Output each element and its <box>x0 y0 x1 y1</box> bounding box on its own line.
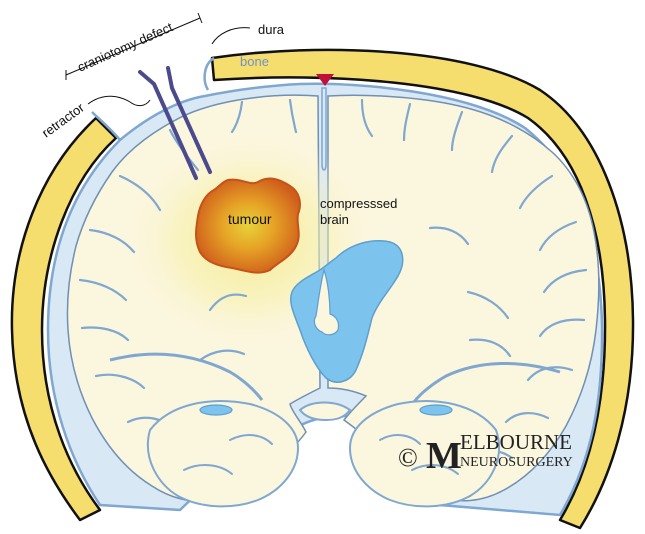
temporal-horn-right <box>420 405 452 415</box>
label-compressed-brain-line1: compresssed <box>320 196 397 211</box>
label-bone: bone <box>240 54 269 69</box>
watermark-copyright: © <box>398 443 418 472</box>
tick-craniotomy-right <box>198 13 202 23</box>
basal-notch <box>300 403 350 421</box>
leader-retractor <box>88 96 150 105</box>
leader-dura <box>212 28 250 44</box>
watermark-big-m: M <box>426 435 462 477</box>
watermark-line2: NEUROSURGERY <box>460 455 573 470</box>
label-dura: dura <box>258 22 285 37</box>
temporal-lobe-left <box>148 401 298 506</box>
falx <box>322 88 326 170</box>
watermark-line1: ELBOURNE <box>460 430 572 454</box>
label-tumour: tumour <box>228 211 272 227</box>
label-craniotomy-defect: craniotomy defect <box>75 19 175 75</box>
label-compressed-brain-line2: brain <box>320 212 349 227</box>
temporal-horn-left <box>200 405 232 415</box>
